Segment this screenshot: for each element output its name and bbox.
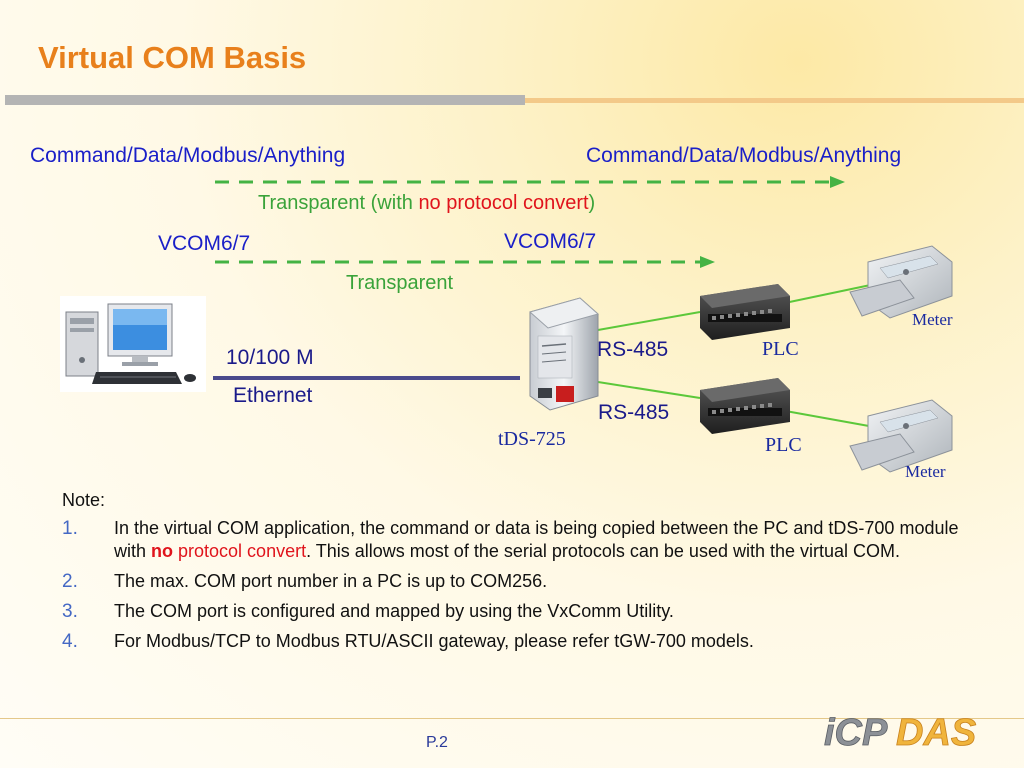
note-number: 3. [62, 601, 78, 622]
note-number: 1. [62, 518, 78, 539]
rs485-label: RS-485 [597, 338, 669, 361]
plc-device-icon [700, 284, 790, 340]
title-underline-light [525, 98, 1024, 103]
note-item: 4. For Modbus/TCP to Modbus RTU/ASCII ga… [62, 630, 962, 653]
transparent-no-convert-label: Transparent (with no protocol convert) [258, 192, 595, 215]
logo-text-das: DAS [896, 712, 976, 754]
note-heading: Note: [62, 490, 106, 510]
left-data-label: Command/Data/Modbus/Anything [30, 144, 346, 167]
note-number: 4. [62, 631, 78, 652]
meter-label: Meter [905, 462, 946, 481]
icpdas-logo: iCP DAS [824, 712, 977, 755]
title-underline-dark [5, 95, 525, 105]
vcom-flow-arrow [215, 256, 715, 268]
transparent-suffix: ) [588, 192, 596, 214]
plc-device-icon [700, 378, 790, 434]
note-text: The max. COM port number in a PC is up t… [114, 571, 548, 591]
note-protocol-convert: protocol convert [173, 541, 307, 561]
footer-divider [0, 718, 1024, 719]
pc-computer-icon [60, 296, 206, 392]
plc-label: PLC [765, 434, 802, 456]
network-diagram [60, 176, 953, 473]
note-text: The COM port is configured and mapped by… [114, 601, 674, 621]
right-data-label: Command/Data/Modbus/Anything [586, 144, 902, 167]
rs485-label: RS-485 [598, 401, 670, 424]
device-name-label: tDS-725 [498, 428, 566, 450]
meter-label: Meter [912, 310, 953, 329]
meter-device-icon [849, 399, 953, 473]
logo-text-icp: iCP [824, 712, 888, 754]
note-text: For Modbus/TCP to Modbus RTU/ASCII gatew… [114, 631, 754, 651]
transparent-label: Transparent [346, 272, 454, 294]
meter-device-icon [849, 245, 953, 319]
data-flow-arrow [215, 176, 845, 188]
note-text-after: . This allows most of the serial protoco… [306, 541, 901, 561]
note-item: 3. The COM port is configured and mapped… [62, 600, 962, 623]
vcom-left-label: VCOM6/7 [158, 232, 251, 255]
note-section: Note: 1. In the virtual COM application,… [62, 490, 962, 660]
plc-label: PLC [762, 338, 799, 360]
no-protocol-convert-text: no protocol convert [418, 192, 589, 214]
page-number: P.2 [426, 734, 448, 751]
transparent-prefix: Transparent (with [258, 192, 419, 214]
page-title: Virtual COM Basis [38, 40, 307, 75]
note-no-emphasis: no [151, 541, 174, 561]
ethernet-label: Ethernet [233, 384, 313, 407]
vcom-right-label: VCOM6/7 [504, 230, 597, 253]
rs485-lines [597, 282, 881, 429]
note-text: In the virtual COM application, the comm… [114, 518, 959, 561]
note-item: 1. In the virtual COM application, the c… [62, 517, 962, 563]
tds-725-device-icon [528, 297, 600, 411]
note-item: 2. The max. COM port number in a PC is u… [62, 570, 962, 593]
note-number: 2. [62, 571, 78, 592]
ethernet-speed-label: 10/100 M [226, 346, 314, 369]
